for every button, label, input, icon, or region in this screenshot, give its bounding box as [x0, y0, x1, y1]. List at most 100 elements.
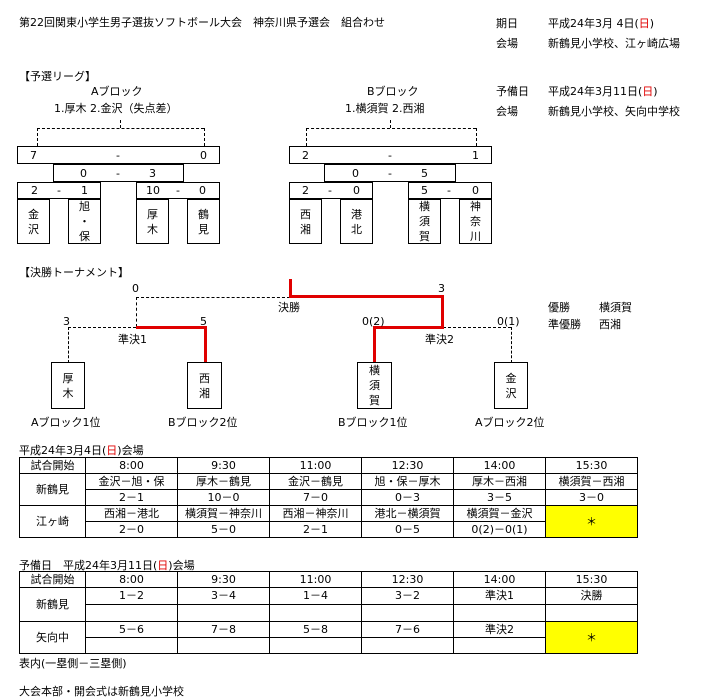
- divider: [204, 128, 205, 146]
- text-fragment: 沢: [505, 386, 517, 400]
- winner-line: [373, 326, 376, 362]
- bracket-line: [68, 327, 69, 363]
- score: 0: [80, 167, 87, 180]
- score-cell: 2－1: [269, 521, 362, 538]
- time-cell: 14:00: [453, 571, 546, 588]
- score: 0: [200, 149, 207, 162]
- score: 7: [30, 149, 37, 162]
- divider: [120, 120, 121, 128]
- schedule2-table: 試合開始 8:00 9:30 11:00 12:30 14:00 15:30 新…: [19, 571, 638, 654]
- block-b-name: Bブロック: [367, 85, 419, 98]
- final-right-score: 3: [438, 282, 445, 295]
- match-cell: 横須賀－西湘: [545, 473, 638, 490]
- table-row: 新鶴見 1－2 3－4 1－4 3－2 準決1 決勝: [19, 587, 638, 622]
- table-row: [20, 637, 638, 654]
- table-cell: [85, 604, 178, 622]
- text-fragment: 平成24年3月11日(: [548, 85, 643, 98]
- text-fragment: )会場: [117, 444, 144, 457]
- score-cell: 2－0: [85, 521, 178, 538]
- text-fragment: 日: [638, 17, 650, 30]
- block-a-name: Aブロック: [91, 85, 143, 98]
- tournament-team: 横須賀: [357, 362, 392, 409]
- block-b-result: 1.横須賀 2.西湘: [345, 102, 425, 115]
- text-fragment: 北: [351, 222, 362, 236]
- semi1-right-score: 5: [200, 315, 207, 328]
- match-cell: 5－8: [269, 621, 362, 638]
- score: 5: [421, 167, 428, 180]
- table-note: 表内(一塁側－三塁側): [19, 657, 127, 670]
- time-cell: 8:00: [85, 457, 178, 474]
- team-box: 神奈川: [459, 199, 492, 244]
- table-cell: [453, 604, 546, 622]
- divider: [37, 128, 204, 129]
- divider: [306, 128, 307, 146]
- text-fragment: ): [653, 85, 658, 98]
- text-fragment: 予備日 平成24年3月11日(: [19, 559, 158, 572]
- score: -: [116, 167, 120, 180]
- table-cell: [361, 637, 454, 654]
- text-fragment: 西: [300, 207, 311, 221]
- match-cell: 厚木－鶴見: [177, 473, 270, 490]
- block-a-middle: [53, 164, 184, 182]
- text-fragment: )会場: [168, 559, 195, 572]
- tournament-team: 西湘: [187, 362, 222, 409]
- score-cell: 2－1: [85, 489, 178, 506]
- score: -: [328, 184, 332, 197]
- seed-label: Aブロック2位: [475, 416, 545, 429]
- time-cell: 12:30: [361, 457, 454, 474]
- score: -: [447, 184, 451, 197]
- block-b-middle: [324, 164, 456, 182]
- time-cell: 9:30: [177, 571, 270, 588]
- venue-cell: 新鶴見: [19, 473, 86, 506]
- table-row: 2－1 10－0 7－0 0－3 3－5 3－0: [20, 489, 638, 506]
- block-a-result: 1.厚木 2.金沢（失点差）: [54, 102, 178, 115]
- match-cell: 7－8: [177, 621, 270, 638]
- text-fragment: 横: [369, 364, 380, 377]
- highlight-cell: ＊: [545, 505, 638, 538]
- score: 2: [302, 184, 309, 197]
- score-cell: 0(2)－0(1): [453, 521, 546, 538]
- schedule2-heading: 予備日 平成24年3月11日(日)会場: [19, 557, 195, 573]
- text-fragment: 神: [470, 200, 481, 213]
- table-cell: [177, 637, 270, 654]
- score: -: [116, 149, 120, 162]
- score: 1: [472, 149, 479, 162]
- score-cell: 3－5: [453, 489, 546, 506]
- table-cell: [269, 637, 362, 654]
- score: 10: [146, 184, 160, 197]
- score-cell: 0－3: [361, 489, 454, 506]
- match-cell: 7－6: [361, 621, 454, 638]
- match-cell: 金沢－鶴見: [269, 473, 362, 490]
- team-box: 鶴見: [187, 199, 220, 244]
- team-box: 金沢: [17, 199, 50, 244]
- table-cell: [545, 604, 638, 622]
- text-fragment: 厚: [147, 207, 158, 221]
- table-cell: [85, 637, 178, 654]
- bracket-line: [136, 297, 290, 298]
- match-cell: 金沢－旭・保: [85, 473, 178, 490]
- winner-line: [204, 326, 207, 362]
- match-cell: 準決1: [453, 587, 546, 605]
- tournament-team: 金沢: [494, 362, 528, 409]
- match-cell: 3－4: [177, 587, 270, 605]
- bracket-line: [68, 327, 136, 328]
- score-cell: 5－0: [177, 521, 270, 538]
- text-fragment: 湘: [300, 222, 311, 236]
- score: 0: [199, 184, 206, 197]
- match-cell: 横須賀－金沢: [453, 505, 546, 522]
- score-cell: 7－0: [269, 489, 362, 506]
- text-fragment: 奈: [470, 215, 481, 228]
- winner-line: [136, 326, 206, 329]
- runnerup-name: 西湘: [599, 318, 621, 331]
- winner-line: [289, 295, 444, 298]
- seed-label: Aブロック1位: [31, 416, 101, 429]
- table-row: 新鶴見 金沢－旭・保 厚木－鶴見 金沢－鶴見 旭・保－厚木 厚木－西湘 横須賀－…: [19, 473, 638, 506]
- team-box: 厚木: [136, 199, 169, 244]
- text-fragment: 保: [79, 230, 90, 243]
- divider: [37, 128, 38, 146]
- text-fragment: 横: [419, 200, 430, 213]
- table-cell: [269, 604, 362, 622]
- venue-cell: 江ヶ崎: [19, 505, 86, 538]
- text-fragment: ・: [79, 215, 90, 228]
- text-fragment: 西: [199, 371, 210, 385]
